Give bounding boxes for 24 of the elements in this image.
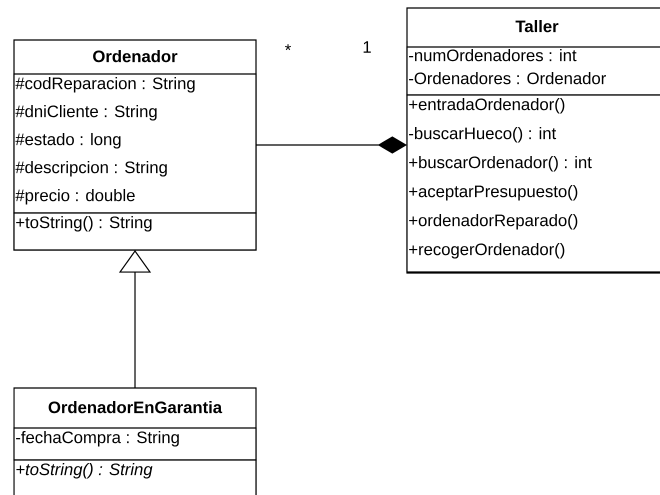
method-text: +aceptarPresupuesto()	[409, 184, 578, 201]
method-text: +buscarOrdenador() : int	[409, 156, 592, 172]
attribute-compartment	[406, 46, 660, 96]
class-name: Ordenador	[93, 50, 178, 62]
class-name: Taller	[516, 20, 558, 32]
attribute-text: -Ordenadores : Ordenador	[409, 72, 606, 84]
attribute-compartment	[13, 427, 257, 461]
attribute-text: #dniCliente : String	[15, 104, 157, 121]
attribute-text: #estado : long	[15, 132, 120, 149]
method-text: +toString() : String	[16, 216, 152, 232]
attribute-text: #descripcion : String	[15, 160, 167, 177]
method-text: +toString() : String	[16, 462, 152, 479]
method-text: +entradaOrdenador()	[409, 98, 564, 114]
multiplicity-label: 1	[364, 41, 371, 53]
method-text: -buscarHueco() : int	[409, 126, 556, 143]
attribute-text: #codReparacion : String	[15, 76, 195, 93]
attribute-text: -fechaCompra : String	[16, 430, 179, 447]
attribute-text: #precio : double	[15, 188, 135, 205]
class-name: OrdenadorEnGarantia	[48, 400, 222, 414]
method-compartment	[13, 459, 257, 495]
method-text: +recogerOrdenador()	[409, 242, 564, 259]
attribute-text: -numOrdenadores : int	[409, 48, 576, 62]
method-text: +ordenadorReparado()	[409, 214, 578, 230]
multiplicity-label: *	[285, 44, 291, 50]
